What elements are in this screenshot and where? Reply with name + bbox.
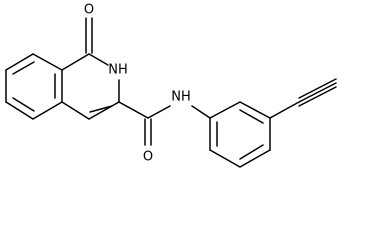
atom-label-amide-oxygen: O <box>143 150 153 165</box>
bond-ethynyl-link <box>269 101 300 119</box>
bond-benzo-2 <box>32 53 63 71</box>
bond-phenyl-2 <box>239 101 271 119</box>
bond-phenyl-inner-2 <box>239 144 264 160</box>
bond-phenyl-4 <box>239 149 271 168</box>
bond-benzo-inner-1 <box>12 61 35 75</box>
bond-ring2-4 <box>88 101 120 120</box>
bond-phenyl-5 <box>209 149 241 168</box>
atom-label-amide-nh: NH <box>171 90 191 105</box>
bond-ring-to-amide-c <box>118 101 149 119</box>
bond-benzo-inner-3 <box>12 97 35 112</box>
molecule-structure: O NH NH O <box>5 3 337 168</box>
bond-benzo-4 <box>32 101 63 120</box>
bond-ring2-inner <box>89 105 113 113</box>
atom-label-ring-nh: NH <box>108 63 128 78</box>
bond-ethynyl-triple-c <box>298 86 337 107</box>
bond-benzo-1 <box>5 53 34 71</box>
bond-amide-cn <box>147 105 171 119</box>
bond-benzo-5 <box>5 101 34 120</box>
bond-ring2-2 <box>88 53 109 66</box>
bond-ring2-1 <box>61 53 90 71</box>
bond-phenyl-1 <box>209 101 241 119</box>
structure-canvas: O NH NH O <box>5 3 337 168</box>
atom-label-carbonyl-oxygen: O <box>84 3 94 18</box>
bond-ethynyl-triple-a <box>298 78 337 99</box>
bond-phenyl-inner-1 <box>239 109 264 124</box>
bond-ring2-5 <box>61 101 90 120</box>
bond-ethynyl-triple-b <box>298 82 337 103</box>
bond-n-phenyl <box>191 105 211 119</box>
